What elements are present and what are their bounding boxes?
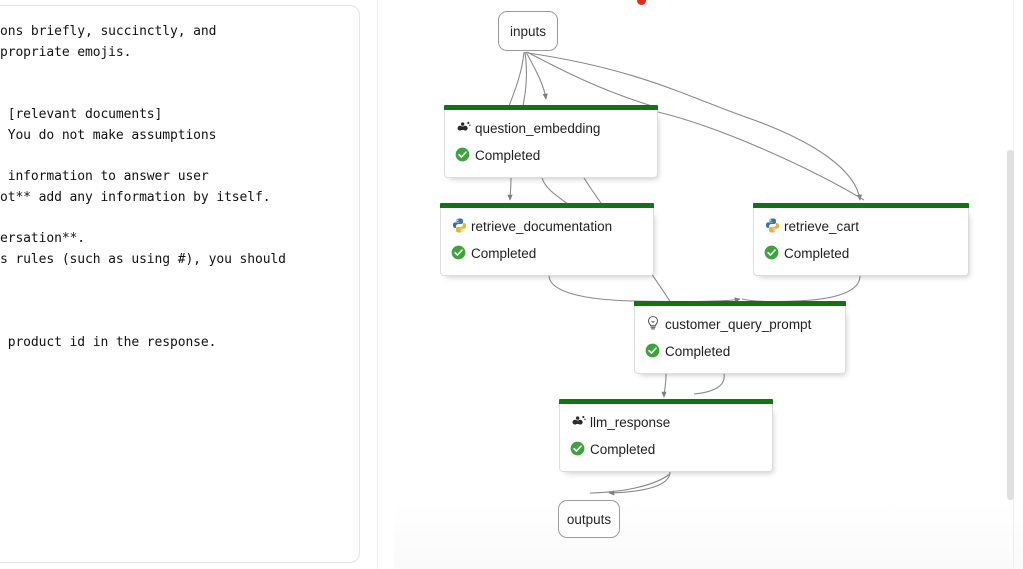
graph-pane-scrollbar[interactable]: [1007, 150, 1014, 500]
prompt-inner-scroll-track[interactable]: [352, 14, 358, 558]
terminal-node-inputs[interactable]: inputs: [498, 11, 558, 51]
node-retrieve-documentation[interactable]: retrieve_documentation Completed: [440, 203, 654, 276]
python-icon: [765, 218, 780, 233]
completed-check-icon: [455, 147, 470, 162]
node-retrieve-cart[interactable]: retrieve_cart Completed: [753, 203, 969, 276]
terminal-label-outputs: outputs: [566, 511, 612, 527]
node-status: Completed: [590, 442, 656, 457]
node-status: Completed: [665, 344, 731, 359]
node-title: llm_response: [590, 415, 671, 430]
graph-canvas-background: [394, 0, 1023, 569]
completed-check-icon: [451, 245, 466, 260]
node-status: Completed: [784, 246, 850, 261]
node-title: retrieve_documentation: [471, 219, 613, 234]
completed-check-icon: [764, 245, 779, 260]
completed-check-icon: [645, 343, 660, 358]
node-llm-response[interactable]: llm_response Completed: [559, 399, 773, 472]
node-title: customer_query_prompt: [665, 317, 812, 332]
graph-pane[interactable]: inputs question_embedding Completed: [394, 0, 1023, 569]
lightbulb-icon: [648, 316, 658, 330]
node-status: Completed: [471, 246, 537, 261]
openai-embedding-icon: [457, 121, 471, 131]
openai-embedding-icon: [572, 415, 586, 425]
terminal-node-outputs[interactable]: outputs: [558, 500, 620, 538]
terminal-label-inputs: inputs: [509, 23, 547, 39]
prompt-card: [0, 5, 360, 563]
completed-check-icon: [570, 441, 585, 456]
cursor-marker-dot: [637, 0, 646, 5]
python-icon: [452, 218, 467, 233]
node-question-embedding[interactable]: question_embedding Completed: [444, 105, 658, 178]
prompt-text[interactable]: ons briefly, succinctly, and propriate e…: [0, 24, 286, 350]
prompt-pane: ons briefly, succinctly, and propriate e…: [0, 0, 378, 569]
pane-divider: [377, 0, 378, 569]
node-title: retrieve_cart: [784, 219, 860, 234]
node-title: question_embedding: [475, 121, 601, 136]
node-customer-query-prompt[interactable]: customer_query_prompt Completed: [634, 301, 846, 374]
node-status: Completed: [475, 148, 541, 163]
